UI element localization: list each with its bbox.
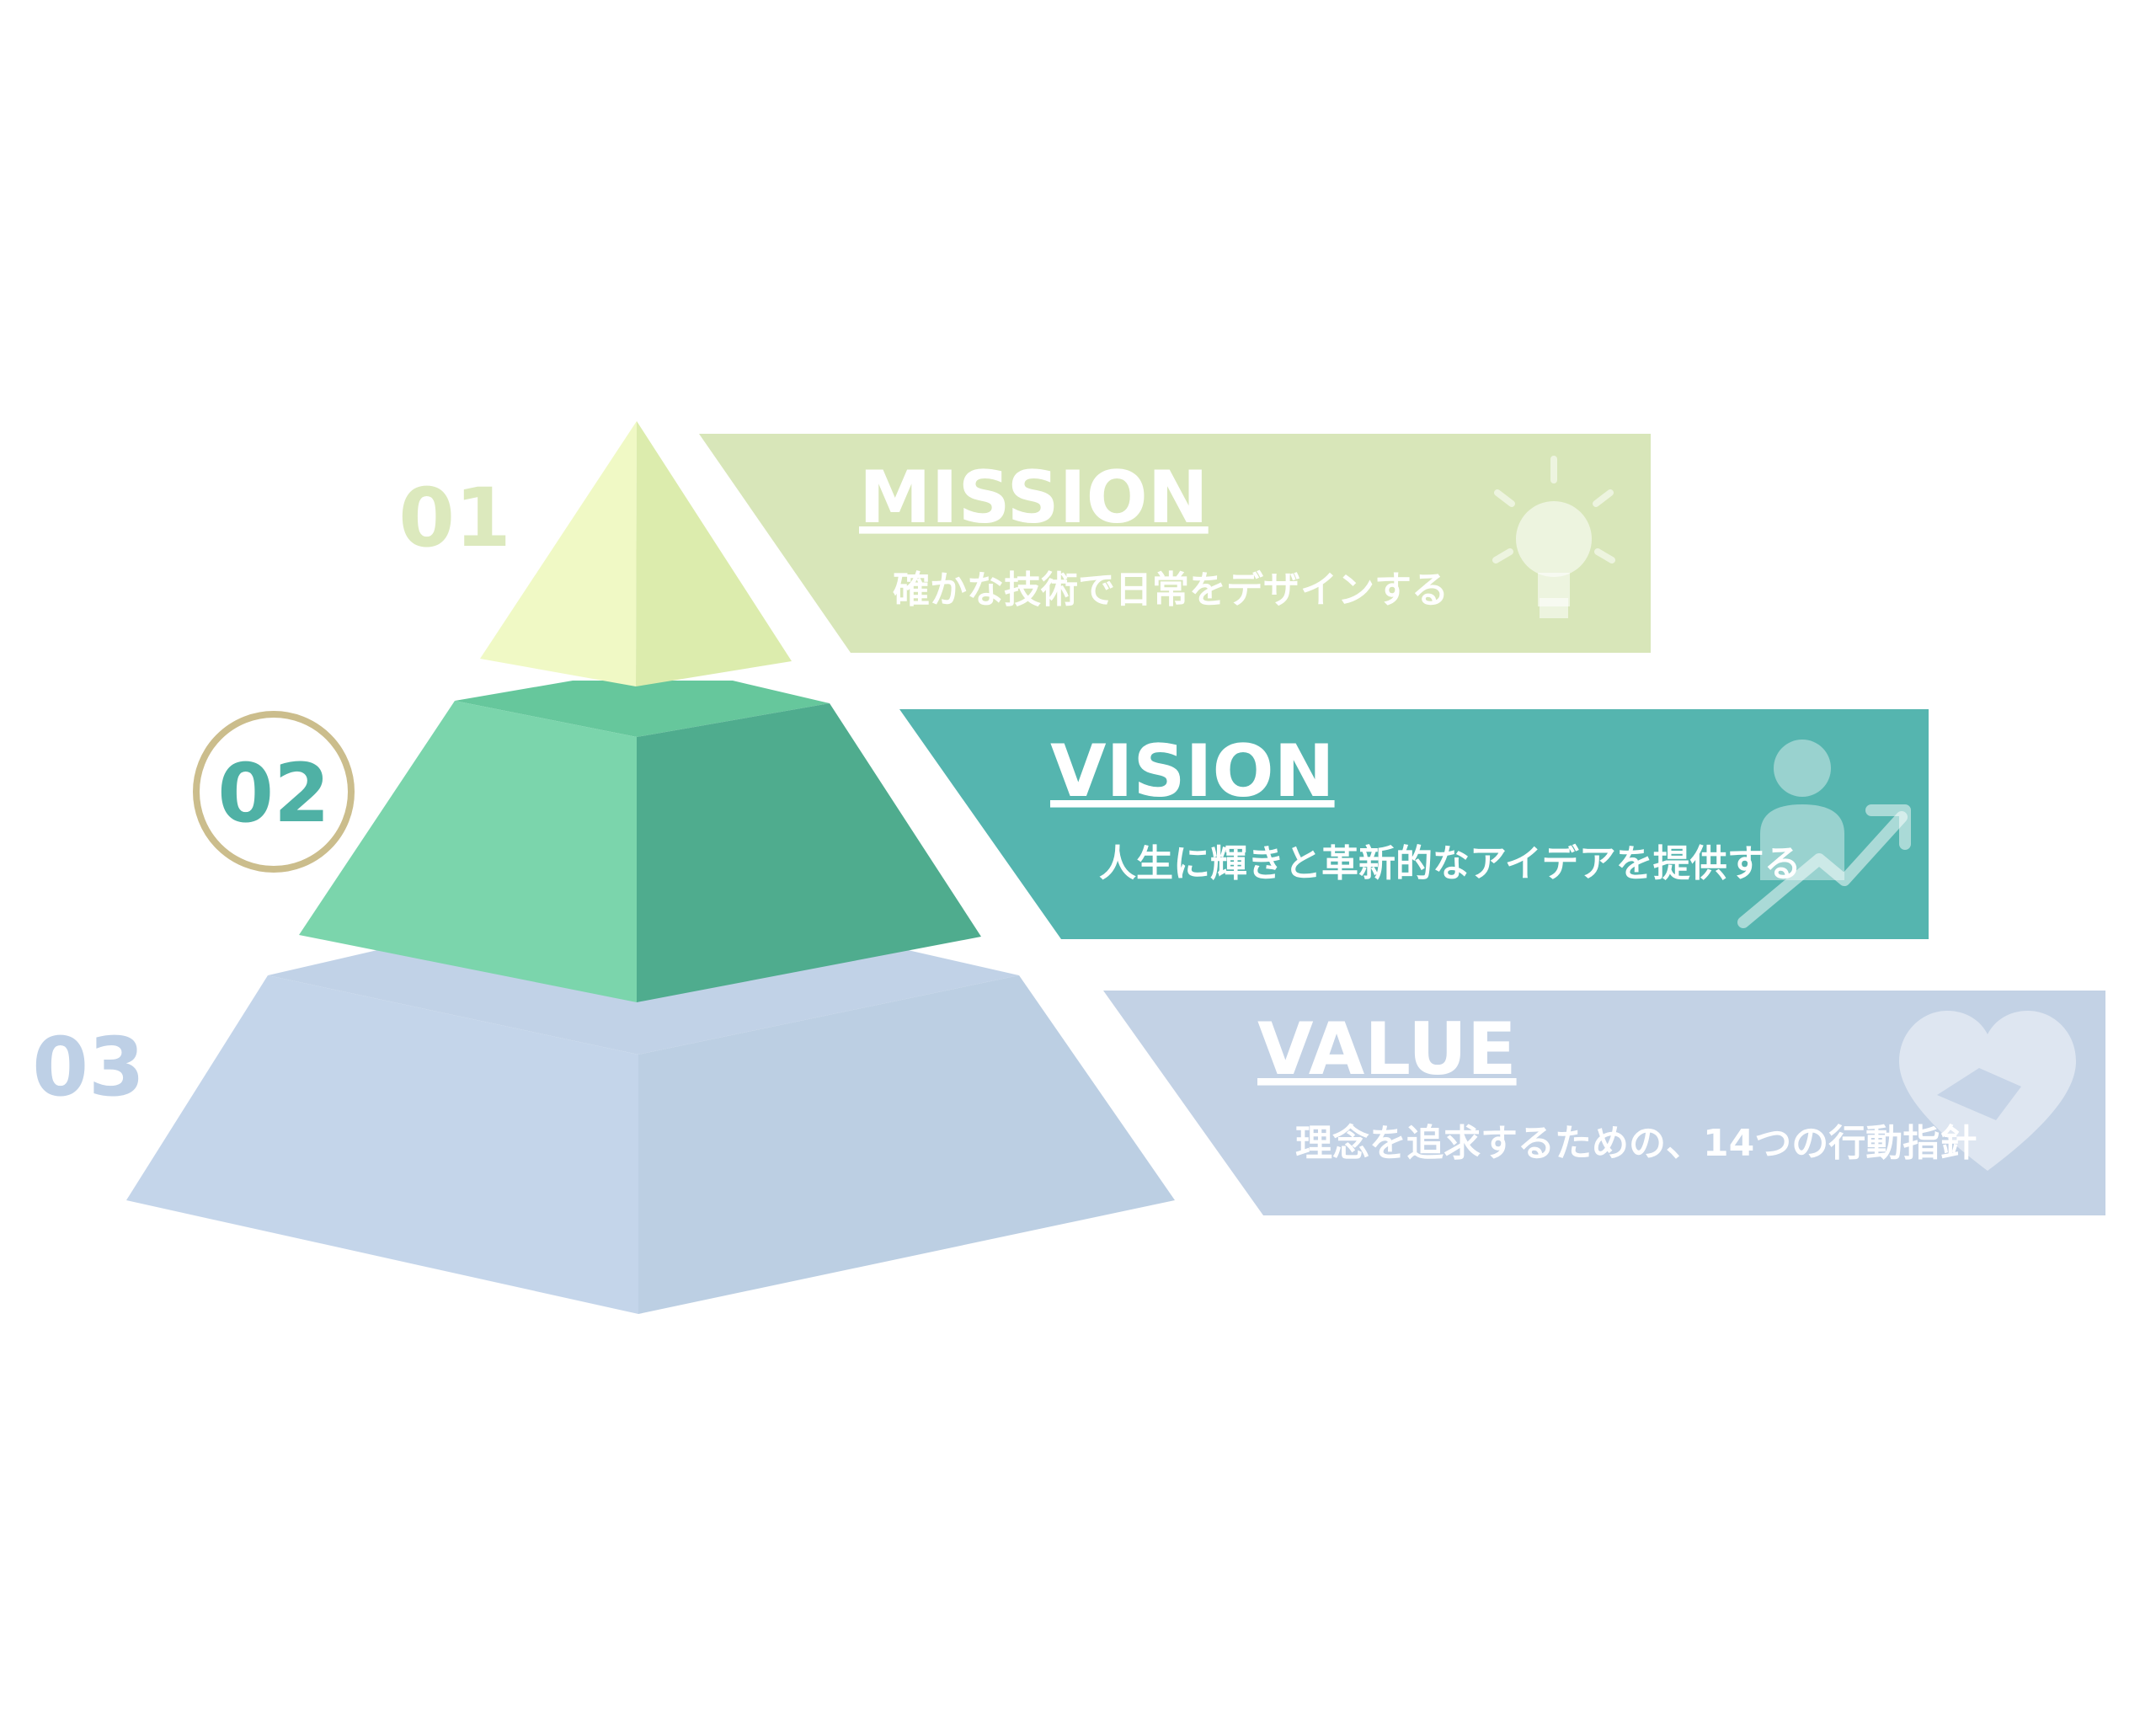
value-tier-left-face <box>126 975 638 1314</box>
value-banner <box>1103 991 2105 1215</box>
mission-apex-left-face <box>480 421 637 686</box>
value-banner-shape <box>1103 991 2105 1215</box>
mission-banner <box>699 434 1651 653</box>
value-description: 理念を追求するための、14つの行動指針 <box>1295 1122 1977 1165</box>
vision-tier-right-face <box>637 703 981 1002</box>
vision-number: 02 <box>217 746 330 841</box>
lightbulb-icon <box>1492 456 1615 618</box>
value-number: 03 <box>32 1020 145 1114</box>
pyramid-tier-mission <box>480 421 792 686</box>
mission-description: 確かな技術で日常をデザインする <box>893 569 1449 611</box>
mission-number: 01 <box>398 471 511 565</box>
mission-apex-right-face <box>636 421 792 686</box>
vision-tier-left-face <box>299 701 637 1002</box>
pyramid-tier-value <box>126 950 1175 1314</box>
vision-description: 人生に輝きと革新的なアイデアを提供する <box>1099 842 1801 885</box>
mission-banner-shape <box>699 434 1651 653</box>
mission-title: MISSION <box>859 456 1209 540</box>
value-tier-top-face <box>268 950 1019 1055</box>
person-growth-icon <box>1737 740 1911 928</box>
value-title: VALUE <box>1257 1007 1517 1092</box>
vision-number-ring <box>193 711 355 873</box>
vision-title: VISION <box>1050 729 1335 814</box>
vision-banner-shape <box>899 709 1929 939</box>
pyramid-tier-vision <box>299 681 981 1002</box>
value-tier-right-face <box>638 975 1175 1314</box>
vision-banner <box>899 709 1929 939</box>
heart-handshake-icon <box>1899 1011 2076 1171</box>
vision-tier-top-face <box>455 681 830 737</box>
